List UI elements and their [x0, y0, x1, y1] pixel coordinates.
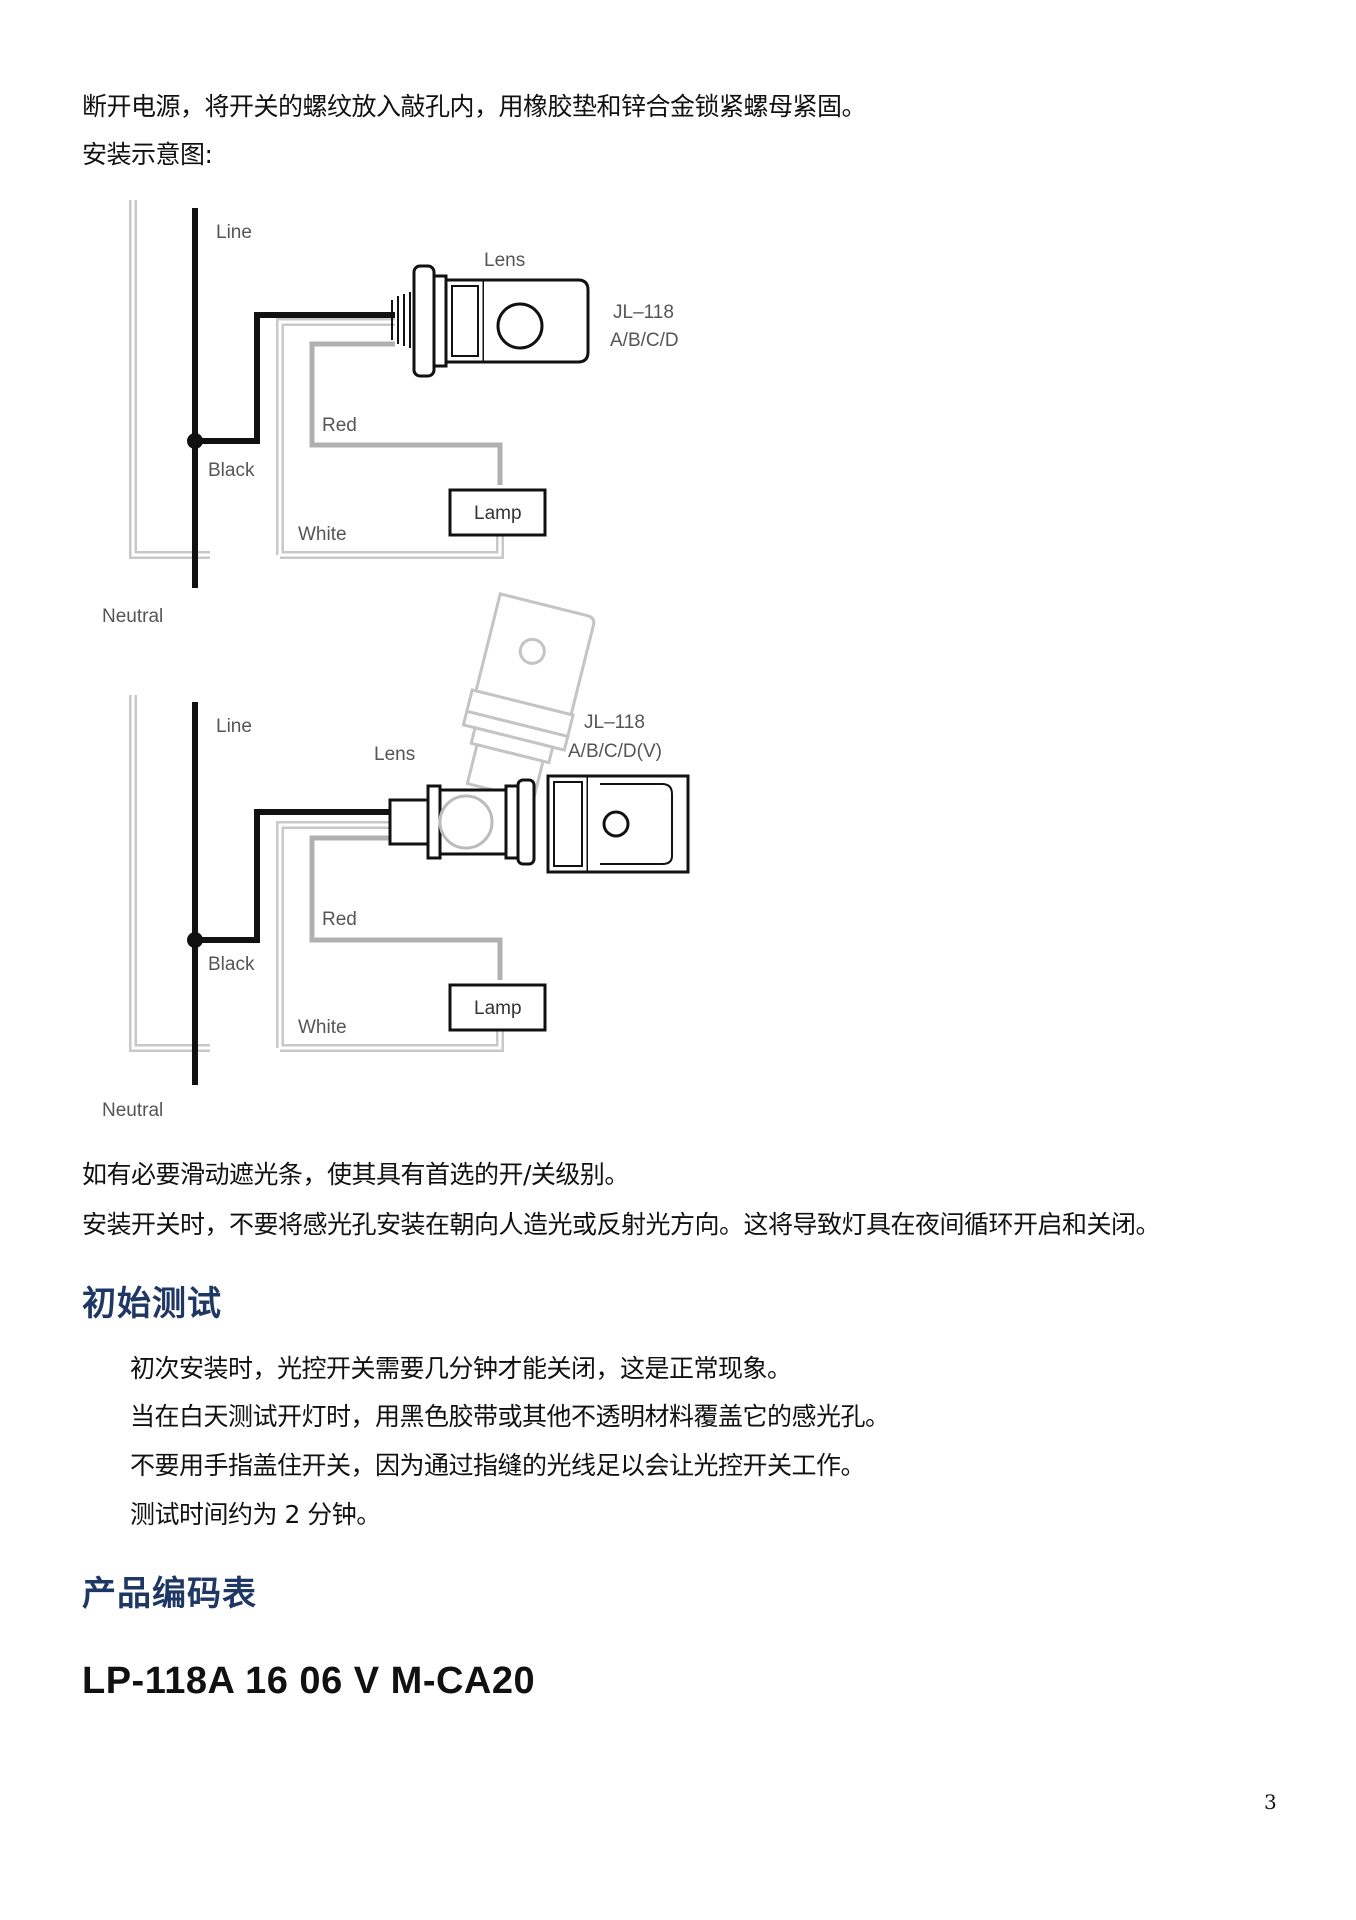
d1-black-label: Black [208, 460, 255, 481]
diagram-2: Line Lens JL–118 A/B/C/D(V) Red Black Wh… [102, 592, 690, 1121]
d1-red-label: Red [322, 415, 357, 436]
d2-neutral-label: Neutral [102, 1100, 163, 1121]
intro-line-2: 安装示意图: [82, 140, 213, 169]
d2-red-label: Red [322, 909, 357, 930]
d2-white-label: White [298, 1017, 347, 1038]
product-code: LP-118A 16 06 V M-CA20 [82, 1660, 536, 1702]
section-title-product-code: 产品编码表 [82, 1574, 257, 1614]
intro-line-1: 断开电源，将开关的螺纹放入敲孔内，用橡胶垫和锌合金锁紧螺母紧固。 [82, 92, 867, 121]
test-item-1: 初次安装时，光控开关需要几分钟才能关闭，这是正常现象。 [130, 1354, 792, 1383]
page-number: 3 [1264, 1790, 1277, 1814]
d1-lens-label: Lens [484, 250, 525, 271]
test-item-2: 当在白天测试开灯时，用黑色胶带或其他不透明材料覆盖它的感光孔。 [130, 1402, 890, 1431]
d2-line-label: Line [216, 716, 252, 737]
diagram-1: Line Lens JL–118 A/B/C/D Red Black White… [102, 200, 679, 627]
d1-model-2: A/B/C/D [610, 330, 679, 351]
d1-model-1: JL–118 [613, 302, 674, 323]
test-item-4: 测试时间约为 2 分钟。 [130, 1500, 381, 1529]
installation-diagram: Line Lens JL–118 A/B/C/D Red Black White… [102, 200, 690, 1121]
d2-lens-label: Lens [374, 744, 415, 765]
note-line-1: 如有必要滑动遮光条，使其具有首选的开/关级别。 [82, 1160, 629, 1189]
d1-lamp-label: Lamp [474, 503, 522, 524]
section-title-initial-test: 初始测试 [82, 1284, 222, 1324]
d2-model-1: JL–118 [584, 712, 645, 733]
d1-white-label: White [298, 524, 347, 545]
d1-line-label: Line [216, 222, 252, 243]
d2-black-label: Black [208, 954, 255, 975]
d2-model-2: A/B/C/D(V) [568, 741, 662, 762]
note-line-2: 安装开关时，不要将感光孔安装在朝向人造光或反射光方向。这将导致灯具在夜间循环开启… [82, 1210, 1161, 1239]
d2-lamp-label: Lamp [474, 998, 522, 1019]
test-item-3: 不要用手指盖住开关，因为通过指缝的光线足以会让光控开关工作。 [130, 1451, 866, 1480]
d1-neutral-label: Neutral [102, 606, 163, 627]
